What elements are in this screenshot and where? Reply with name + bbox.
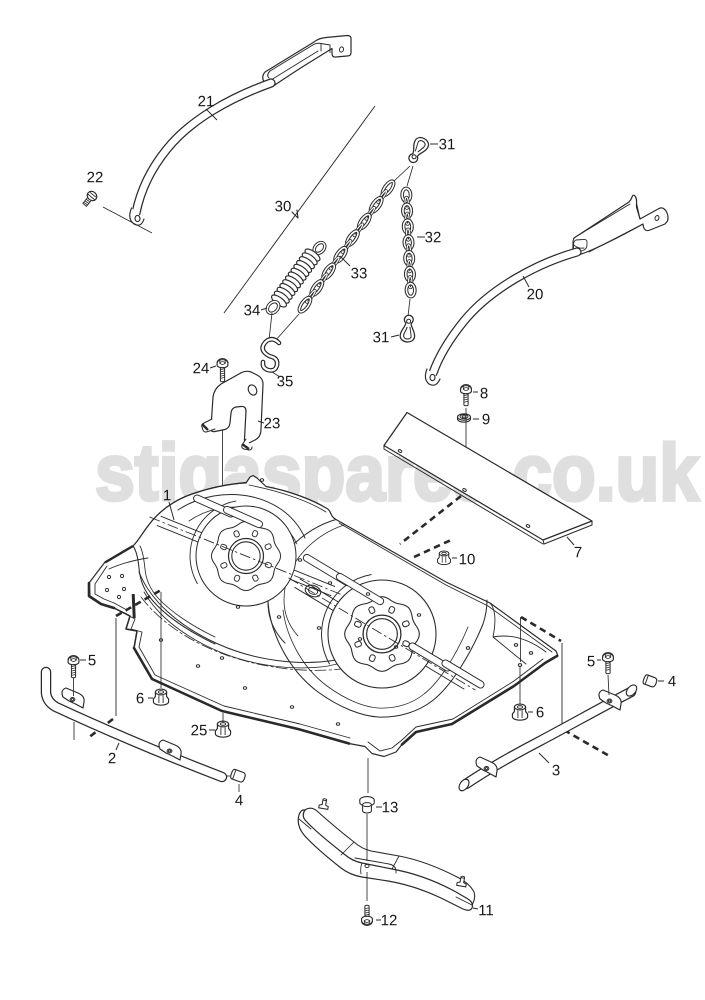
svg-text:6: 6 [136,690,144,707]
svg-text:6: 6 [536,704,544,721]
svg-text:31: 31 [439,136,456,153]
svg-text:12: 12 [381,912,398,929]
svg-text:24: 24 [193,360,210,377]
svg-text:11: 11 [478,902,494,919]
svg-text:30: 30 [275,198,292,215]
svg-text:33: 33 [351,265,368,282]
svg-text:8: 8 [480,385,488,402]
svg-text:22: 22 [87,169,104,186]
svg-text:7: 7 [574,544,582,561]
svg-text:10: 10 [459,551,476,568]
svg-text:32: 32 [425,229,442,246]
svg-text:4: 4 [668,673,676,690]
svg-text:25: 25 [191,722,208,739]
svg-text:20: 20 [527,286,544,303]
svg-text:5: 5 [88,652,96,669]
svg-text:23: 23 [264,415,281,432]
svg-text:4: 4 [235,792,243,809]
svg-text:21: 21 [198,93,215,110]
svg-text:9: 9 [482,411,490,428]
svg-text:3: 3 [552,762,560,779]
svg-text:34: 34 [244,302,261,319]
svg-text:1: 1 [163,487,171,504]
svg-text:13: 13 [382,799,399,816]
svg-text:31: 31 [373,329,390,346]
svg-text:35: 35 [277,373,294,390]
svg-text:2: 2 [108,750,116,767]
svg-text:5: 5 [587,653,595,670]
